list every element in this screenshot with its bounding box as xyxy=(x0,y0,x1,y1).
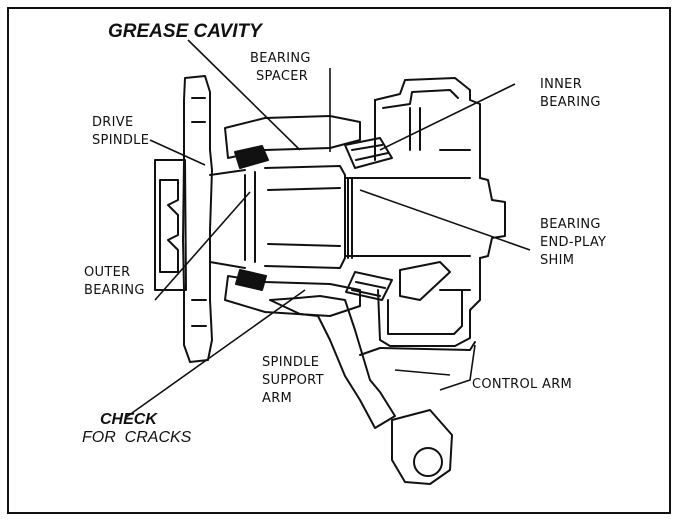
label-spindle-support-line3: ARM xyxy=(262,391,293,406)
end-play-shim xyxy=(347,177,353,259)
label-for-cracks: FOR CRACKS xyxy=(82,429,192,446)
label-drive-spindle-line2: SPINDLE xyxy=(92,133,150,148)
control-arm-housing xyxy=(359,77,506,356)
label-spindle-support-line2: SUPPORT xyxy=(262,373,324,388)
leader-grease-cavity xyxy=(187,39,301,151)
label-inner-bearing-line2: BEARING xyxy=(540,95,601,110)
leader-drive-spindle xyxy=(149,139,206,166)
label-grease-cavity: GREASE CAVITY xyxy=(108,21,262,42)
leader-check-cracks xyxy=(124,289,306,419)
label-inner-bearing-line1: INNER xyxy=(540,77,583,92)
leader-spindle-support xyxy=(394,369,451,376)
leader-control-arm xyxy=(439,344,476,391)
label-outer-bearing-line1: OUTER xyxy=(84,265,131,280)
spindle-support-arm xyxy=(269,295,453,485)
label-control-arm: CONTROL ARM xyxy=(472,377,573,392)
outer-bearing xyxy=(234,145,269,291)
leader-end-play-shim xyxy=(359,189,531,251)
label-bearing-spacer-line1: BEARING xyxy=(250,51,311,66)
label-drive-spindle-line1: DRIVE xyxy=(92,115,134,130)
label-check: CHECK xyxy=(100,411,157,428)
label-bearing-spacer-line2: SPACER xyxy=(256,69,309,84)
label-end-play-line1: BEARING xyxy=(540,217,601,232)
label-end-play-line3: SHIM xyxy=(540,253,575,268)
drive-spindle-flange xyxy=(154,75,246,363)
label-outer-bearing-line2: BEARING xyxy=(84,283,145,298)
label-end-play-line2: END-PLAY xyxy=(540,235,607,250)
label-spindle-support-line1: SPINDLE xyxy=(262,355,320,370)
leader-lines xyxy=(124,39,531,419)
diagram-border xyxy=(7,7,671,514)
leader-inner-bearing xyxy=(379,83,516,151)
inner-bearing xyxy=(344,137,393,301)
leader-outer-bearing xyxy=(154,191,251,301)
